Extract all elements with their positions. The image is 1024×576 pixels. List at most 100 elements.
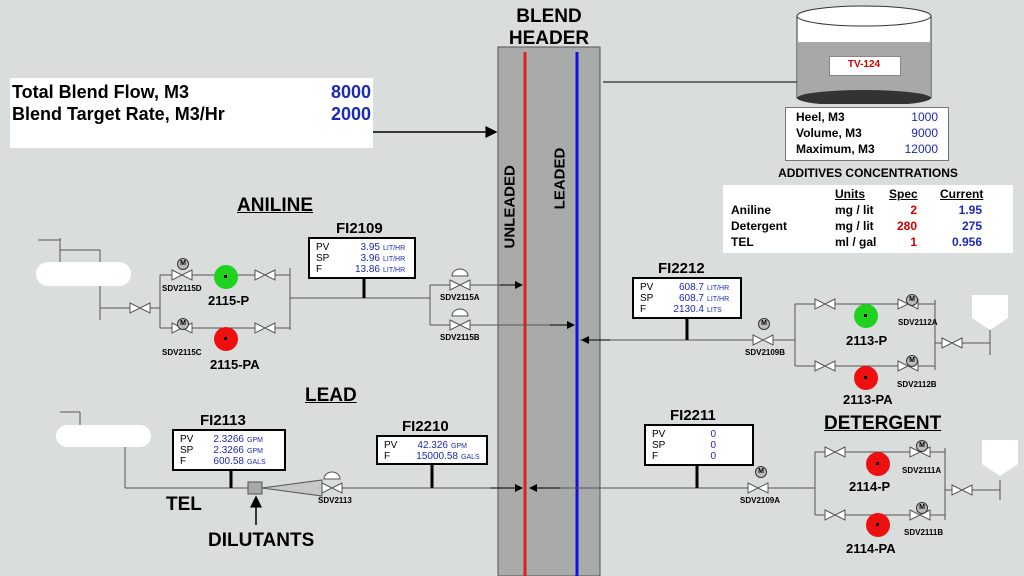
valve-sdv2109b[interactable]: SDV2109B [745,348,786,357]
pv-value: 608.7 [678,282,704,293]
pump-2113-pa-label: 2113-PA [843,392,893,407]
heel-label: Heel, M3 [796,110,845,124]
f-unit: LIT/HR [383,267,406,274]
valve-sdv2112a[interactable]: SDV2112A [898,318,938,327]
aniline-feed-tank[interactable] [36,262,131,286]
volume-value: 9000 [911,126,938,140]
valve-sdv2111b[interactable]: SDV2111B [904,528,944,537]
motor-icon: M [758,318,770,330]
valve-sdv2115a[interactable]: SDV2115A [440,293,480,302]
pump-2113-p-label: 2113-P [846,333,888,348]
valve-sdv2113[interactable]: SDV2113 [318,496,352,505]
motor-icon: M [916,440,928,452]
lead-feed-tank[interactable] [56,425,151,447]
heel-value: 1000 [911,110,938,124]
pv-unit: LIT/HR [383,245,406,252]
sp-label: SP [180,445,194,456]
pump-2114-p[interactable] [866,452,890,476]
tank-name: TV-124 [847,59,881,70]
fi2212-tag: FI2212 [658,260,705,277]
pump-2115-pa-label: 2115-PA [210,357,260,372]
sp-label: SP [652,440,666,451]
sp-unit: GPM [247,448,263,455]
motor-icon: M [755,466,767,478]
sp-value: 2.3266 [213,445,244,456]
pv-label: PV [180,434,194,445]
total-blend-flow-label: Total Blend Flow, M3 [12,82,189,102]
valve-sdv2112b[interactable]: SDV2112B [897,380,937,389]
pump-2115-p[interactable] [214,265,238,289]
valve-sdv2109a[interactable]: SDV2109A [740,496,781,505]
blend-header-title: BLEND [516,6,582,27]
pump-2115-pa[interactable] [214,327,238,351]
sp-label: SP [640,293,654,304]
maximum-value: 12000 [904,142,938,156]
valve-sdv2115d[interactable]: SDV2115D [162,284,202,293]
f-unit: GALS [247,459,266,466]
blend-header-title-2: HEADER [508,28,590,49]
sp-unit: LIT/HR [383,256,406,263]
f-label: F [316,264,323,275]
additive-current: 0.956 [951,235,982,249]
motor-icon: M [177,258,189,270]
pump-2113-pa[interactable] [854,366,878,390]
tank-icon [796,5,932,106]
additive-current: 1.95 [958,203,982,217]
unleaded-label: UNLEADED [501,165,519,249]
tank-info-panel: Heel, M3 1000 Volume, M3 9000 Maximum, M… [785,107,949,161]
additive-current: 275 [961,219,982,233]
f-value: 15000.58 [416,451,458,462]
blend-target-rate-label: Blend Target Rate, M3/Hr [12,104,225,124]
additive-name: Aniline [731,203,772,217]
volume-label: Volume, M3 [796,126,862,140]
valve-sdv2115c[interactable]: SDV2115C [162,348,202,357]
pv-label: PV [640,282,654,293]
sp-label: SP [316,253,330,264]
additive-name: TEL [731,235,754,249]
valve-sdv2111a[interactable]: SDV2111A [902,466,942,475]
tank-tv124[interactable]: TV-124 [795,4,933,106]
units-header: Units [835,187,865,201]
pv-label: PV [316,242,330,253]
valve-sdv2115b[interactable]: SDV2115B [440,333,480,342]
pump-2114-p-label: 2114-P [849,479,891,494]
pump-2113-p[interactable] [854,304,878,328]
pump-2115-p-label: 2115-P [208,293,250,308]
total-blend-flow-value[interactable]: 8000 [330,82,371,102]
sp-value: 608.7 [678,293,704,304]
additives-table: Units Spec Current Aniline mg / lit 2 1.… [723,185,1013,253]
additive-units: mg / lit [835,203,874,217]
f-label: F [180,456,187,467]
additives-title: ADDITIVES CONCENTRATIONS [778,166,958,180]
additive-spec: 2 [910,203,917,217]
pump-2114-pa[interactable] [866,513,890,537]
additive-name: Detergent [731,219,788,233]
blend-info-panel: Total Blend Flow, M3 8000 Blend Target R… [10,78,373,148]
fi2113-tag: FI2113 [200,412,246,429]
motor-icon: M [906,294,918,306]
pv-unit: GPM [247,437,263,444]
pv-unit: LIT/HR [707,285,730,292]
pv-label: PV [384,440,398,451]
detergent-section-label: DETERGENT [824,413,942,434]
additive-spec: 280 [896,219,917,233]
spec-header: Spec [889,187,918,201]
pv-value: 0 [710,429,716,440]
sp-value: 3.96 [360,253,380,264]
blend-target-rate-value[interactable]: 2000 [330,104,371,124]
f-value: 2130.4 [673,304,704,315]
additive-units: ml / gal [835,235,877,249]
f-unit: LITS [707,307,722,314]
tel-label: TEL [166,494,202,515]
sp-unit: LIT/HR [707,296,730,303]
leaded-label: LEADED [551,147,569,210]
pv-value: 3.95 [360,242,380,253]
f-label: F [652,451,659,462]
sp-value: 0 [710,440,716,451]
fi2109-tag: FI2109 [336,220,383,237]
